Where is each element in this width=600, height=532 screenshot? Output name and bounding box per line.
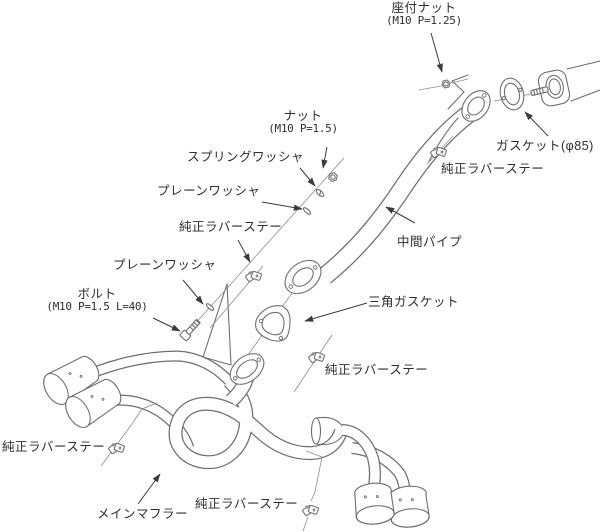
muffler-inlet-flange-drawing — [229, 353, 265, 385]
front-pipe-drawing — [441, 60, 600, 111]
label-nut-text: ナット — [283, 109, 323, 123]
resonator-drawing — [310, 416, 343, 446]
bolt-drawing — [179, 318, 201, 342]
mid-pipe-drawing — [284, 90, 491, 295]
mid-pipe-flange-upper-drawing — [461, 90, 491, 122]
label-seat-nut: 座付ナット (M10 P=1.25) — [378, 1, 470, 27]
nut-drawing — [328, 172, 338, 182]
pipe-break-symbol — [447, 74, 469, 110]
label-rubber-stay-bottom: 純正ラバーステー — [195, 497, 299, 511]
label-nut: ナット (M10 P=1.5) — [260, 109, 346, 135]
label-rubber-stay-mid-upper: 純正ラバーステー — [179, 220, 283, 234]
label-spring-washer: スプリングワッシャ — [187, 150, 305, 164]
label-bolt-text: ボルト — [77, 287, 117, 301]
triangle-gasket-drawing — [255, 305, 291, 342]
label-bolt: ボルト (M10 P=1.5 L=40) — [40, 287, 154, 313]
label-seat-nut-spec: (M10 P=1.25) — [386, 14, 462, 27]
label-nut-spec: (M10 P=1.5) — [268, 122, 338, 135]
right-tailpipes-drawing — [354, 482, 430, 528]
rubber-stay-icon — [244, 270, 263, 283]
spring-washer-drawing — [315, 189, 325, 197]
main-muffler-drawing — [43, 350, 430, 528]
label-plain-washer-lower: プレーンワッシャ — [113, 258, 217, 272]
label-bolt-spec: (M10 P=1.5 L=40) — [46, 300, 148, 313]
stud-bolt-drawing — [530, 86, 549, 96]
plain-washer-lower-drawing — [205, 303, 215, 311]
label-triangle-gasket: 三角ガスケット — [368, 295, 460, 309]
label-gasket-85: ガスケット(φ85) — [496, 139, 594, 153]
hanger-bracket-plate-drawing — [202, 283, 232, 366]
label-main-muffler: メインマフラー — [97, 507, 189, 521]
seat-nut-drawing — [441, 79, 451, 89]
rubber-stay-icon — [301, 504, 320, 517]
mid-pipe-flange-lower-drawing — [284, 259, 322, 295]
hanger-bracket-wire — [428, 117, 459, 162]
label-rubber-stay-left-lower: 純正ラバーステー — [2, 440, 106, 454]
gasket-85-drawing — [499, 77, 525, 111]
label-plain-washer-upper: プレーンワッシャ — [157, 184, 261, 198]
leader-arrows — [137, 32, 549, 505]
label-seat-nut-text: 座付ナット — [391, 1, 457, 15]
rubber-stay-icon — [107, 442, 126, 455]
label-rubber-stay-mid-right: 純正ラバーステー — [325, 363, 429, 377]
label-rubber-stay-top-right: 純正ラバーステー — [441, 162, 545, 176]
fastener-stack-drawing — [179, 157, 345, 342]
label-mid-pipe: 中間パイプ — [397, 235, 463, 249]
plain-washer-upper-drawing — [302, 207, 312, 215]
rubber-stay-icon — [307, 351, 326, 364]
left-tailpipes-drawing — [43, 355, 122, 429]
front-pipe-flange-drawing — [537, 69, 571, 107]
